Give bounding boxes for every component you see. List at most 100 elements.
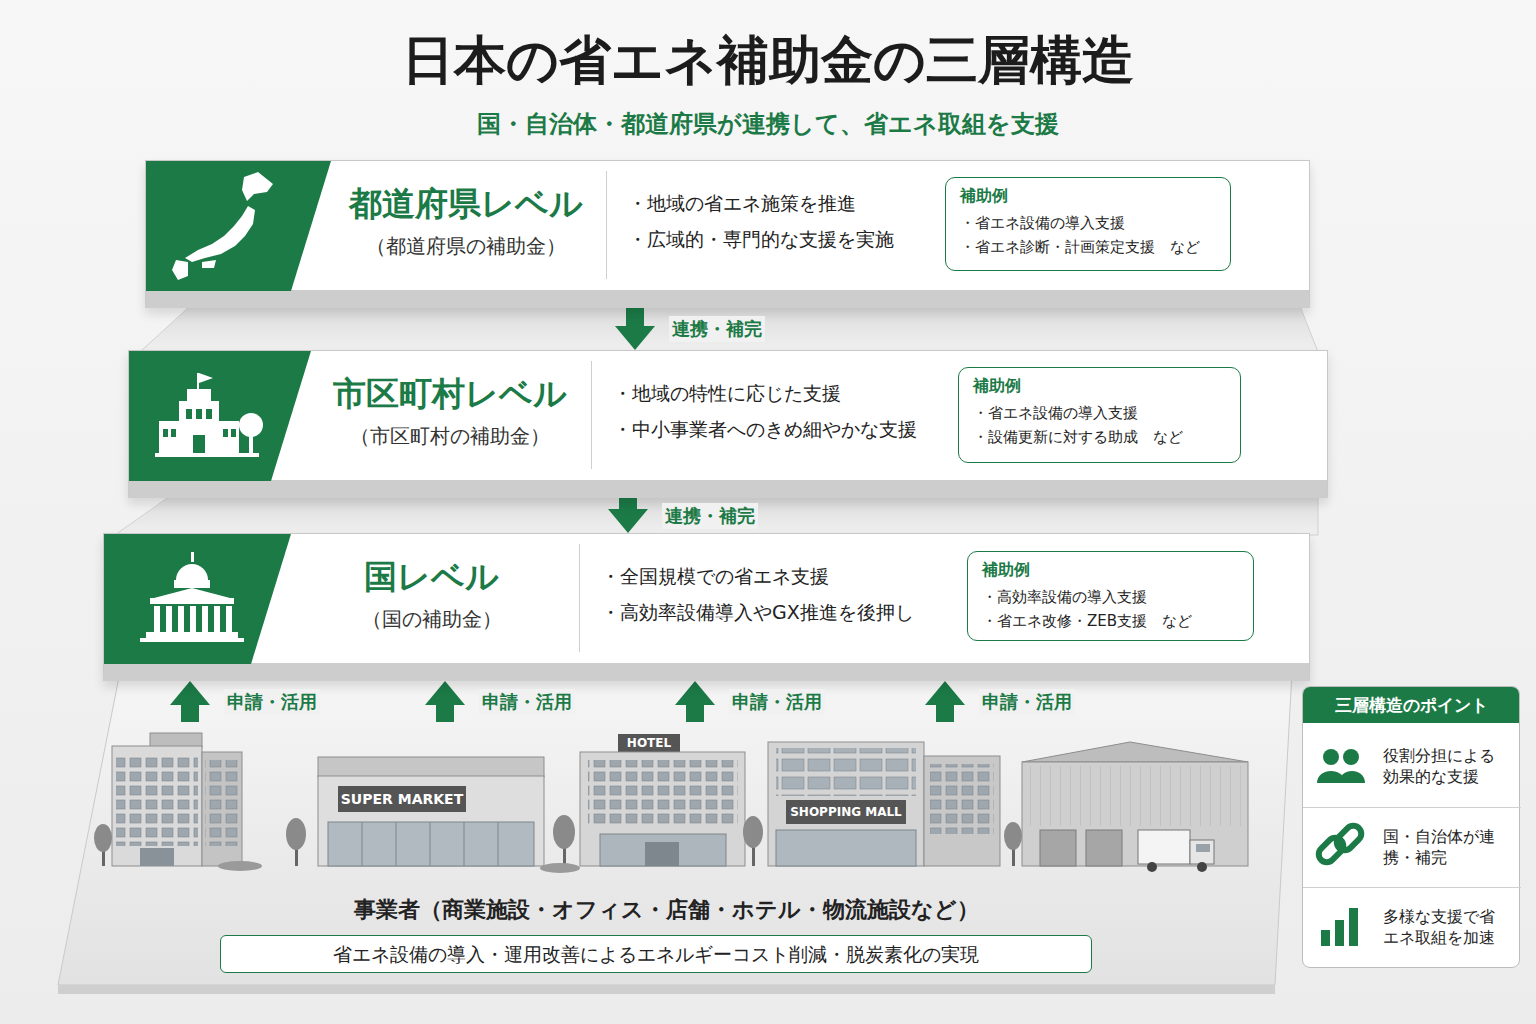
example-item: ・省エネ設備の導入支援 xyxy=(973,404,1232,424)
icon-part xyxy=(202,260,216,268)
icon-part xyxy=(1335,920,1344,946)
flow-arrow xyxy=(686,705,704,722)
illustration-part xyxy=(786,800,906,824)
illustration-part xyxy=(1147,862,1157,872)
point-item: 役割分担による効果的な支援 xyxy=(1303,727,1521,807)
icon-part xyxy=(206,409,212,419)
point-item: 多様な支援で省エネ取組を加速 xyxy=(1303,887,1521,967)
divider-line xyxy=(606,171,607,279)
point-text: 多様な支援で省エネ取組を加速 xyxy=(1383,907,1509,949)
level-icon xyxy=(146,161,336,291)
bullet-text: ・広域的・専門的な支援を実施 xyxy=(628,227,933,252)
icon-part xyxy=(1321,930,1330,946)
icon-part xyxy=(1343,749,1359,765)
illustration-part xyxy=(318,776,544,866)
divider-line xyxy=(591,361,592,469)
level-icon xyxy=(129,351,319,481)
point-icon xyxy=(1303,816,1379,878)
illustration-part xyxy=(588,760,738,826)
bullet-text: ・高効率設備導入やGX推進を後押し xyxy=(601,600,955,625)
icon-part xyxy=(179,401,219,453)
illustration-part xyxy=(776,830,916,866)
bullet-text: ・地域の省エネ施策を推進 xyxy=(628,191,933,216)
illustration-part xyxy=(286,818,306,850)
illustration-part xyxy=(202,752,242,866)
icon-part xyxy=(219,421,239,453)
illustration-part xyxy=(540,863,580,873)
illustration-part xyxy=(1197,862,1207,872)
points-panel: 役割分担による効果的な支援国・自治体が連携・補完多様な支援で省エネ取組を加速三層… xyxy=(1302,686,1520,968)
level-subtitle: （国の補助金） xyxy=(284,606,579,632)
shopping-mall-building xyxy=(768,742,1000,866)
example-item: ・設備更新に対する助成 など xyxy=(973,428,1232,448)
bullet-text: ・全国規模での省エネ支援 xyxy=(601,564,955,589)
level-subtitle: （市区町村の補助金） xyxy=(309,423,591,449)
icon-part xyxy=(104,534,291,664)
level-icon xyxy=(104,534,294,664)
illustration-part xyxy=(318,757,544,777)
icon-part xyxy=(172,260,188,280)
divider-line xyxy=(579,544,580,652)
level-band: 補助例・省エネ設備の導入支援・省エネ診断・計画策定支援 など都道府県レベル（都道… xyxy=(145,160,1310,308)
illustration-part xyxy=(116,754,198,846)
business-caption: 事業者（商業施設・オフィス・店舗・ホテル・物流施設など） xyxy=(58,896,1275,925)
illustration-part xyxy=(752,846,755,866)
icon-part xyxy=(190,606,196,632)
icon-part xyxy=(146,161,331,291)
icon-part xyxy=(186,409,192,419)
icon-part xyxy=(154,606,160,632)
icon-part xyxy=(159,421,179,453)
store-sign: HOTEL xyxy=(618,734,680,752)
icon-part xyxy=(1339,771,1365,783)
illustration-part xyxy=(645,842,679,866)
icon-part xyxy=(197,373,199,389)
edge-label: 申請・活用 xyxy=(729,689,825,715)
level-title: 都道府県レベル xyxy=(326,183,606,226)
example-item: ・省エネ診断・計画策定支援 など xyxy=(960,238,1222,258)
illustration-part xyxy=(58,985,1275,994)
business-base: 省エネ設備の導入・運用改善によるエネルギーコスト削減・脱炭素化の実現 事業者（商業… xyxy=(58,722,1275,985)
icon-part xyxy=(231,429,236,437)
flow-arrow xyxy=(626,308,644,326)
illustration-part xyxy=(553,815,575,849)
logistics-warehouse xyxy=(1022,742,1248,872)
icon-part xyxy=(223,429,228,437)
icon-part xyxy=(176,564,208,580)
level-subtitle: （都道府県の補助金） xyxy=(326,233,606,259)
edge-label: 連携・補完 xyxy=(669,316,765,342)
illustration-part xyxy=(140,848,174,866)
icon-part xyxy=(154,588,230,598)
example-heading: 補助例 xyxy=(982,560,1245,581)
example-item: ・省エネ改修・ZEB支援 など xyxy=(982,612,1245,632)
illustration-part xyxy=(580,752,745,866)
hotel-building xyxy=(580,734,745,866)
example-box: 補助例・省エネ設備の導入支援・設備更新に対する助成 など xyxy=(958,367,1241,463)
icon-part xyxy=(155,453,259,457)
illustration-part xyxy=(338,786,466,812)
icon-part xyxy=(163,409,236,453)
icon-part xyxy=(242,172,273,201)
level-title: 市区町村レベル xyxy=(309,373,591,416)
illustration-part xyxy=(1026,766,1244,826)
icon-part xyxy=(196,409,202,419)
illustration-part xyxy=(328,822,534,866)
flow-arrow xyxy=(436,705,454,722)
bullet-text: ・地域の特性に応じた支援 xyxy=(613,381,946,406)
icon-part xyxy=(193,435,205,453)
office-building xyxy=(112,733,242,866)
flow-arrow xyxy=(181,705,199,722)
illustration-part xyxy=(112,746,202,866)
icon-part xyxy=(146,632,238,638)
icon-part xyxy=(249,431,253,453)
icon-part xyxy=(1323,749,1339,765)
level-title: 国レベル xyxy=(284,556,579,599)
icon-part xyxy=(140,638,244,642)
illustration-part xyxy=(1022,742,1248,762)
illustration-part xyxy=(1138,830,1190,864)
icon-part xyxy=(199,373,213,383)
illustration-part xyxy=(140,306,1318,352)
illustration-part xyxy=(563,846,566,866)
goal-text: 省エネ設備の導入・運用改善によるエネルギーコスト削減・脱炭素化の実現 xyxy=(221,942,1090,967)
illustration-part xyxy=(205,760,239,846)
